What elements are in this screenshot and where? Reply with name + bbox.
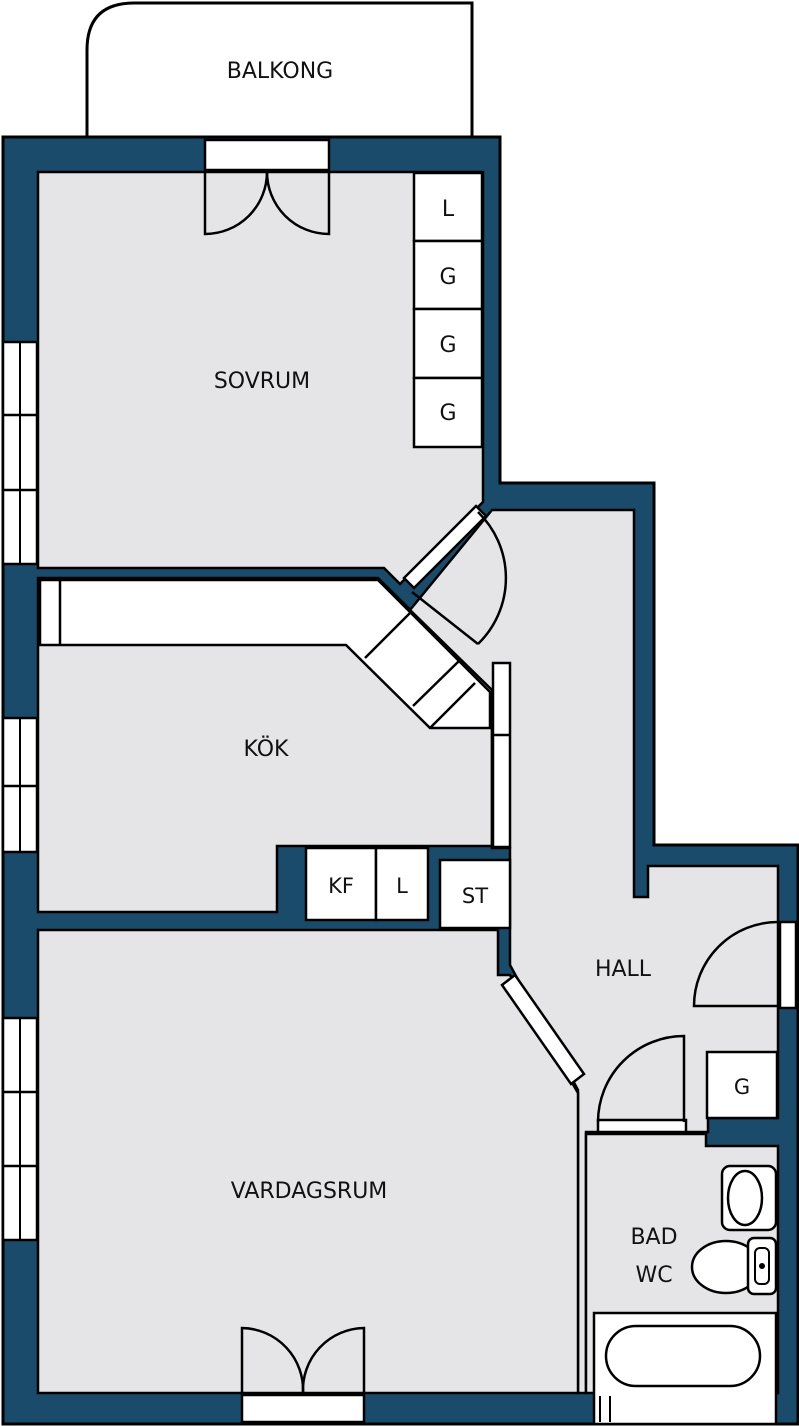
door-swing-icon (240, 1326, 366, 1424)
room-label-bath: BAD (630, 1225, 677, 1250)
closet-l (412, 171, 484, 243)
room-label-living: VARDAGSRUM (231, 1179, 388, 1204)
closet-label-4: G (439, 401, 456, 426)
room-label-kitchen: KÖK (244, 736, 290, 762)
kitchen-closet-label: L (396, 874, 408, 898)
sink-icon (720, 1164, 778, 1232)
bathtub-icon (592, 1311, 778, 1426)
window-icon (1, 716, 39, 854)
kitchen-hall-opening (491, 661, 512, 849)
hall-wardrobe (705, 1050, 779, 1120)
closet-label-1: L (442, 197, 455, 222)
room-label-bedroom: SOVRUM (214, 369, 310, 394)
room-label-hall: HALL (595, 957, 652, 982)
living-floor (36, 928, 580, 1395)
closet-label-2: G (439, 265, 456, 290)
door-swing-icon (596, 1034, 688, 1134)
door-swing-icon (402, 504, 508, 645)
counter-divider (364, 610, 413, 659)
room-label-balcony: BALKONG (227, 59, 333, 84)
toilet-icon (690, 1236, 778, 1296)
storage-label: ST (462, 884, 488, 908)
bedroom-closet-column: L G G G (412, 171, 484, 449)
window-icon (1, 1016, 39, 1242)
closet-label-3: G (439, 333, 456, 358)
hall-storage (438, 858, 512, 930)
closet-g-2 (412, 307, 484, 380)
counter-divider (412, 659, 461, 707)
kitchen-closet (374, 846, 430, 922)
room-label-wc: WC (635, 1263, 672, 1288)
counter-divider (429, 682, 476, 729)
wardrobe-label: G (734, 1075, 750, 1099)
fridge-label: KF (328, 874, 354, 898)
closet-g-3 (412, 376, 484, 449)
balcony-outline (85, 1, 474, 139)
door-swing-icon (692, 920, 798, 1010)
living-hall-opening (500, 973, 586, 1086)
window-icon (1, 340, 39, 566)
door-swing-icon (203, 138, 331, 236)
